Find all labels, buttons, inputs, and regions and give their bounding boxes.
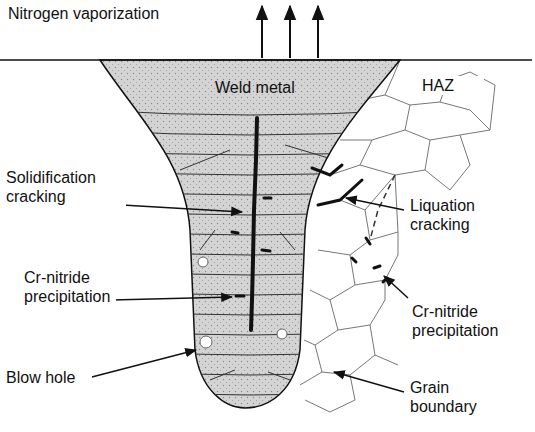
defect-label: Solidification cracking bbox=[4, 168, 126, 206]
plate-surface bbox=[0, 59, 532, 61]
defect-label: Cr-nitride precipitation bbox=[22, 268, 116, 306]
blow-hole bbox=[198, 257, 287, 348]
defect-label: Blow hole bbox=[4, 368, 92, 387]
leader-arrow bbox=[88, 198, 408, 392]
cr-nitride-weld bbox=[232, 198, 271, 296]
weld-metal-pool bbox=[100, 60, 400, 408]
cr-nitride-haz bbox=[352, 238, 387, 282]
solidification-crack bbox=[251, 118, 257, 330]
structure-label: Grain boundary bbox=[408, 378, 522, 416]
defect-label: Liquation cracking bbox=[408, 196, 522, 234]
region-label: Weld metal bbox=[213, 78, 317, 97]
process-label: Nitrogen vaporization bbox=[6, 4, 240, 23]
solidification-bands bbox=[90, 110, 410, 395]
region-label: HAZ bbox=[420, 76, 484, 95]
vaporization-arrow bbox=[262, 6, 318, 58]
defect-label: Cr-nitride precipitation bbox=[410, 302, 524, 340]
